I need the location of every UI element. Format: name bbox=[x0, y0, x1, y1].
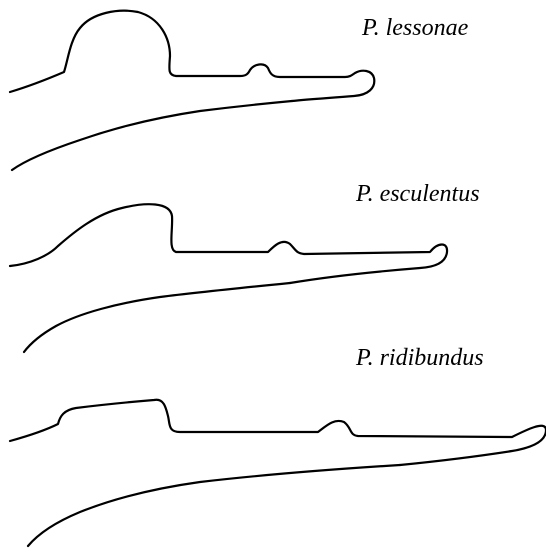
esculentus-ventral-outline bbox=[24, 283, 290, 352]
species-label-ridibundus: P. ridibundus bbox=[356, 346, 484, 370]
lessonae-ventral-outline bbox=[12, 101, 292, 170]
lessonae-dorsal-outline bbox=[10, 11, 374, 101]
species-label-esculentus: P. esculentus bbox=[356, 182, 480, 206]
ridibundus-dorsal-outline bbox=[10, 400, 546, 465]
ridibundus-ventral-outline bbox=[28, 465, 400, 546]
esculentus-dorsal-outline bbox=[10, 204, 447, 283]
species-label-lessonae: P. lessonae bbox=[362, 16, 468, 40]
